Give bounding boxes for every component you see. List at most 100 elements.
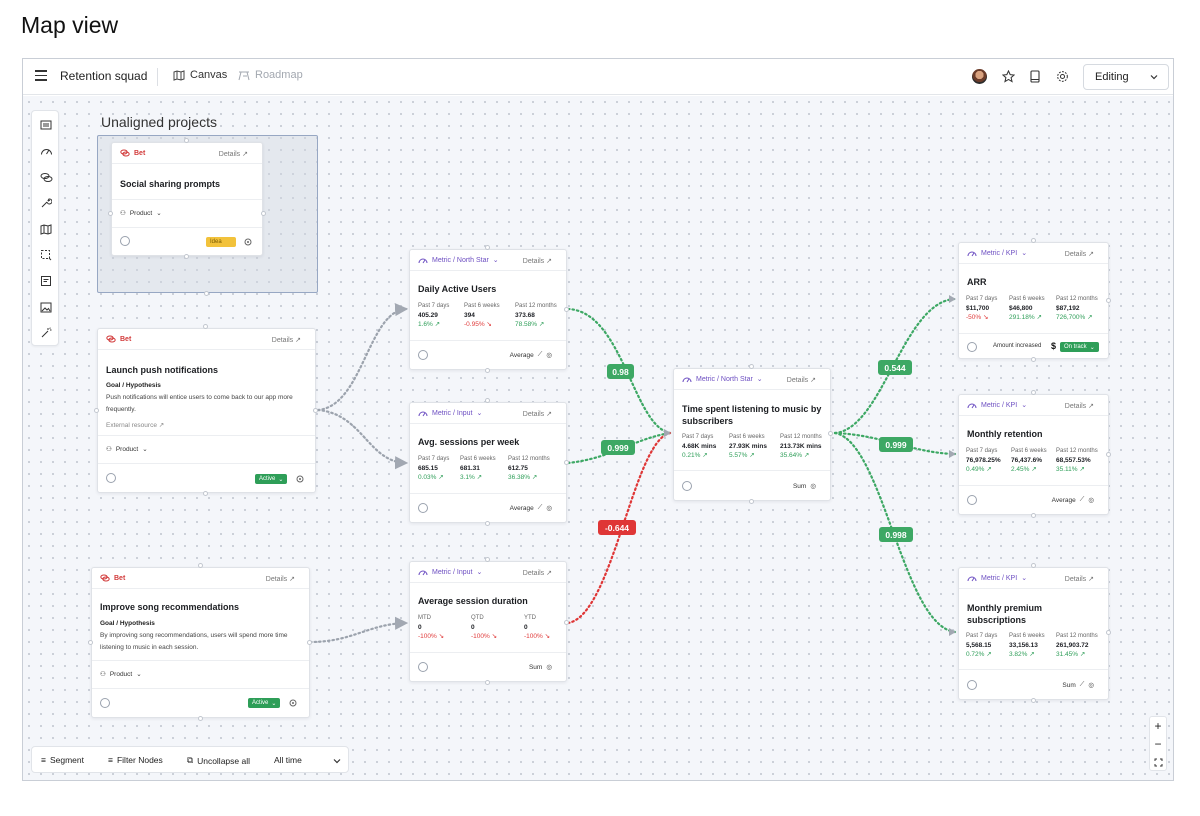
correlation-badge[interactable]: 0.998 <box>879 527 913 542</box>
assignee-avatar[interactable] <box>967 495 977 505</box>
select-area-icon[interactable] <box>38 247 54 263</box>
metric-card-monthly-retention[interactable]: Metric / KPI ⌄ Details ↗ Monthly retenti… <box>958 394 1109 515</box>
uncollapse-all-button[interactable]: ⧉Uncollapse all <box>187 755 250 766</box>
list-view-icon[interactable] <box>38 117 54 133</box>
star-icon[interactable] <box>1000 68 1016 84</box>
connection-handle[interactable] <box>1031 563 1036 568</box>
details-link[interactable]: Details ↗ <box>1064 403 1094 410</box>
book-icon[interactable] <box>1027 68 1043 84</box>
connection-handle[interactable] <box>1031 513 1036 518</box>
connection-handle[interactable] <box>828 431 833 436</box>
metric-card-avg-sessions[interactable]: Metric / Input ⌄ Details ↗ Avg. sessions… <box>409 402 567 523</box>
connection-handle[interactable] <box>1031 698 1036 703</box>
connection-handle[interactable] <box>1031 390 1036 395</box>
assignee-avatar[interactable] <box>100 698 110 708</box>
assignee-avatar[interactable] <box>967 680 977 690</box>
connection-handle[interactable] <box>94 408 99 413</box>
connection-handle[interactable] <box>261 211 266 216</box>
details-link[interactable]: Details ↗ <box>1064 251 1094 258</box>
connection-handle[interactable] <box>749 364 754 369</box>
connection-handle[interactable] <box>749 499 754 504</box>
connection-handle[interactable] <box>485 368 490 373</box>
owner-select[interactable]: ⚇Product⌄ <box>100 670 142 679</box>
connection-handle[interactable] <box>184 138 189 143</box>
tab-canvas[interactable]: Canvas <box>173 69 227 81</box>
aggregation-select[interactable]: Average⟋◎ <box>1051 496 1094 504</box>
details-link[interactable]: Details ↗ <box>786 377 816 384</box>
assignee-avatar[interactable] <box>418 350 428 360</box>
connection-handle[interactable] <box>485 245 490 250</box>
connection-handle[interactable] <box>485 680 490 685</box>
connection-handle[interactable] <box>485 521 490 526</box>
magic-wand-icon[interactable] <box>38 325 54 341</box>
correlation-badge[interactable]: 0.544 <box>878 360 912 375</box>
connection-handle[interactable] <box>1031 238 1036 243</box>
connection-handle[interactable] <box>307 640 312 645</box>
aggregation-select[interactable]: Average⟋◎ <box>509 351 552 359</box>
status-badge[interactable]: Idea <box>206 237 236 247</box>
details-link[interactable]: Details ↗ <box>522 570 552 577</box>
aggregation-select[interactable]: Sum◎ <box>528 663 552 672</box>
mode-select[interactable]: Editing <box>1083 64 1169 90</box>
bet-card-song-recommendations[interactable]: Bet Details ↗ Improve song recommendatio… <box>91 567 310 718</box>
connection-handle[interactable] <box>1106 630 1111 635</box>
correlation-badge[interactable]: 0.999 <box>879 437 913 452</box>
assignee-avatar[interactable] <box>120 236 130 246</box>
zoom-in-button[interactable]: + <box>1154 719 1162 733</box>
note-icon[interactable] <box>38 273 54 289</box>
connection-handle[interactable] <box>108 211 113 216</box>
details-link[interactable]: Details ↗ <box>265 576 295 583</box>
owner-select[interactable]: ⚇Product⌄ <box>120 209 162 218</box>
assignee-avatar[interactable] <box>418 662 428 672</box>
connection-handle[interactable] <box>564 307 569 312</box>
owner-select[interactable]: ⚇Product⌄ <box>106 445 148 454</box>
connection-handle[interactable] <box>184 254 189 259</box>
metric-card-time-listening[interactable]: Metric / North Star ⌄ Details ↗ Time spe… <box>673 368 831 501</box>
dial-icon[interactable] <box>289 699 297 707</box>
dial-icon[interactable] <box>244 238 252 246</box>
connection-handle[interactable] <box>204 291 209 296</box>
assignee-avatar[interactable] <box>967 342 977 352</box>
assignee-avatar[interactable] <box>682 481 692 491</box>
zoom-out-button[interactable]: − <box>1154 737 1162 751</box>
connection-handle[interactable] <box>485 557 490 562</box>
connection-handle[interactable] <box>564 460 569 465</box>
connection-handle[interactable] <box>564 620 569 625</box>
details-link[interactable]: Details ↗ <box>218 151 248 158</box>
wrench-icon[interactable] <box>38 195 54 211</box>
bet-card-push-notifications[interactable]: Bet Details ↗ Launch push notifications … <box>97 328 316 493</box>
time-range-select[interactable]: All time <box>274 755 302 765</box>
bet-card-social-sharing[interactable]: Bet Details ↗ Social sharing prompts ⚇Pr… <box>111 142 263 256</box>
map-canvas[interactable]: Unaligned projects <box>23 96 1173 780</box>
hamburger-menu-icon[interactable] <box>35 70 47 82</box>
target-status-badge[interactable]: On track⌄ <box>1060 342 1099 352</box>
bet-chips-icon[interactable] <box>38 169 54 185</box>
correlation-badge[interactable]: -0.644 <box>598 520 636 535</box>
connection-handle[interactable] <box>203 324 208 329</box>
details-link[interactable]: Details ↗ <box>522 411 552 418</box>
fit-view-icon[interactable] <box>1150 753 1166 771</box>
connection-handle[interactable] <box>1106 452 1111 457</box>
details-link[interactable]: Details ↗ <box>271 337 301 344</box>
metric-card-premium-subscriptions[interactable]: Metric / KPI ⌄ Details ↗ Monthly premium… <box>958 567 1109 700</box>
assignee-avatar[interactable] <box>106 473 116 483</box>
connection-handle[interactable] <box>313 408 318 413</box>
connection-handle[interactable] <box>198 716 203 721</box>
settings-gear-icon[interactable] <box>1054 68 1070 84</box>
details-link[interactable]: Details ↗ <box>1064 576 1094 583</box>
gauge-icon[interactable] <box>38 143 54 159</box>
metric-card-avg-session-duration[interactable]: Metric / Input ⌄ Details ↗ Average sessi… <box>409 561 567 682</box>
map-icon[interactable] <box>38 221 54 237</box>
status-badge[interactable]: Active⌄ <box>255 474 288 484</box>
connection-handle[interactable] <box>203 491 208 496</box>
tab-roadmap[interactable]: Roadmap <box>238 69 303 81</box>
connection-handle[interactable] <box>1031 357 1036 362</box>
aggregation-select[interactable]: Average⟋◎ <box>509 504 552 512</box>
connection-handle[interactable] <box>1106 298 1111 303</box>
chevron-down-icon[interactable] <box>332 756 342 766</box>
aggregation-select[interactable]: Sum◎ <box>792 482 816 491</box>
dial-icon[interactable] <box>296 475 304 483</box>
external-resource-link[interactable]: External resource ↗ <box>106 422 165 429</box>
connection-handle[interactable] <box>88 640 93 645</box>
link-time-to-arr[interactable] <box>833 297 957 435</box>
